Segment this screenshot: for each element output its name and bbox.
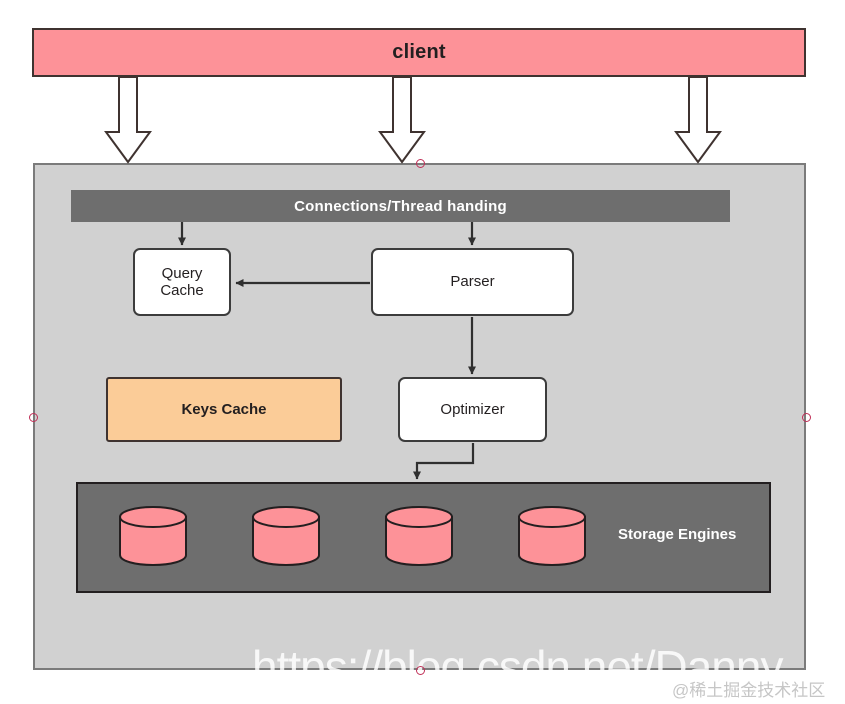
selection-handle-top[interactable] <box>416 159 425 168</box>
database-cylinder-icon <box>251 505 321 567</box>
block-arrow-client-to-server-1 <box>104 76 152 164</box>
keys-cache-box[interactable]: Keys Cache <box>106 377 342 442</box>
watermark-url: https://blog.csdn.net/Danny_ide <box>252 641 845 693</box>
client-box[interactable]: client <box>32 28 806 77</box>
block-arrow-client-to-server-3 <box>674 76 722 164</box>
query-cache-label-line1: Query <box>161 264 203 282</box>
watermark-community: @稀土掘金技术社区 <box>672 681 826 700</box>
query-cache-label: Query Cache <box>160 265 203 300</box>
client-label: client <box>392 41 446 63</box>
parser-box[interactable]: Parser <box>371 248 574 316</box>
optimizer-box[interactable]: Optimizer <box>398 377 547 442</box>
query-cache-box[interactable]: Query Cache <box>133 248 231 316</box>
database-cylinder-icon <box>384 505 454 567</box>
optimizer-label: Optimizer <box>440 400 505 418</box>
database-cylinder-icon <box>118 505 188 567</box>
selection-handle-bottom[interactable] <box>416 666 425 675</box>
storage-engines-label: Storage Engines <box>618 526 737 543</box>
parser-label: Parser <box>450 273 495 291</box>
selection-handle-right[interactable] <box>802 413 811 422</box>
connections-bar-label: Connections/Thread handing <box>294 197 507 215</box>
keys-cache-label: Keys Cache <box>181 401 267 418</box>
query-cache-label-line2: Cache <box>160 282 204 299</box>
connections-thread-handling-bar[interactable]: Connections/Thread handing <box>71 190 730 222</box>
block-arrow-client-to-server-2 <box>378 76 426 164</box>
selection-handle-left[interactable] <box>29 413 38 422</box>
database-cylinder-icon <box>517 505 587 567</box>
